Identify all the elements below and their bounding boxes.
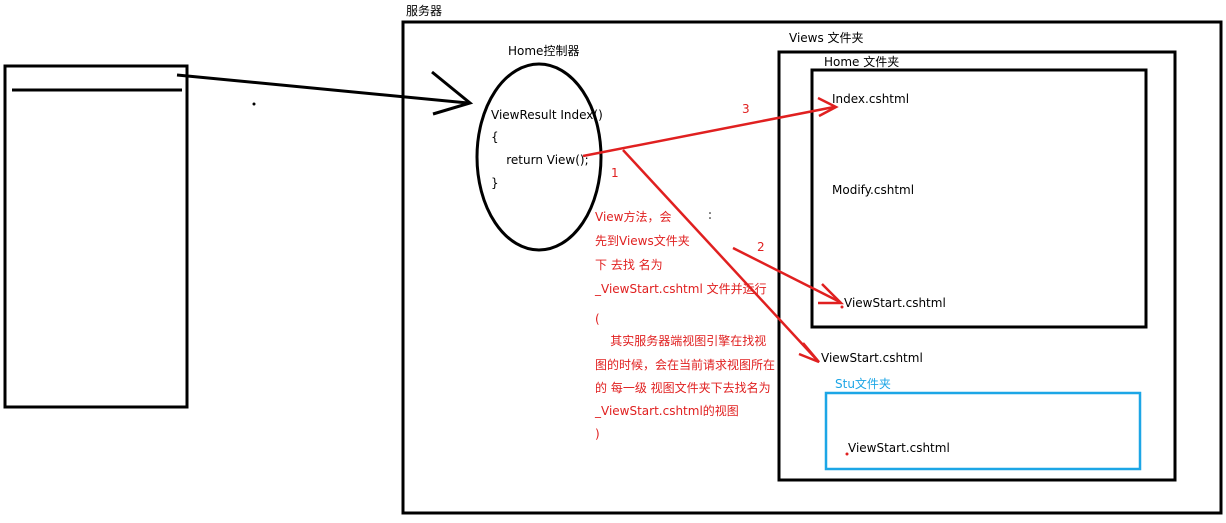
viewstart-stu-dot xyxy=(845,452,849,456)
home-folder-label: Home 文件夹 xyxy=(824,55,900,69)
arrow-2-line xyxy=(732,246,841,304)
code-line: ViewResult Index() xyxy=(491,108,603,122)
note-line: 的 每一级 视图文件夹下去找名为 xyxy=(595,381,771,395)
arrow-3-head xyxy=(817,96,839,118)
code-line: { xyxy=(491,130,499,144)
code-line: } xyxy=(491,176,499,190)
stray-dot xyxy=(252,102,256,106)
stray-dot-3 xyxy=(709,217,711,219)
views-folder-box xyxy=(777,50,1177,482)
file-viewstart-stu: ViewStart.cshtml xyxy=(848,441,950,455)
file-viewstart-home: ViewStart.cshtml xyxy=(844,296,946,310)
step-number-3: 3 xyxy=(742,102,750,116)
arrow-3-line xyxy=(582,105,835,158)
client-box xyxy=(3,64,189,409)
step-number-2: 2 xyxy=(757,240,765,254)
stu-folder-box xyxy=(824,391,1142,471)
note-line: ( xyxy=(595,312,600,326)
views-folder-label: Views 文件夹 xyxy=(789,31,864,45)
controller-label: Home控制器 xyxy=(508,44,580,58)
controller-ellipse xyxy=(475,62,603,252)
request-arrow xyxy=(176,73,469,105)
note-line: 先到Views文件夹 xyxy=(595,234,690,248)
file-viewstart-views: ViewStart.cshtml xyxy=(821,351,923,365)
home-folder-box xyxy=(810,68,1148,329)
viewstart-home-dot xyxy=(840,305,844,309)
arrow-1-line xyxy=(622,149,818,361)
note-line: _ViewStart.cshtml的视图 xyxy=(595,404,739,418)
file-modify: Modify.cshtml xyxy=(832,183,915,197)
arrow-1-head xyxy=(798,342,820,364)
note-line: _ViewStart.cshtml 文件并运行 xyxy=(595,282,767,296)
server-label: 服务器 xyxy=(406,4,443,18)
note-line: 下 去找 名为 xyxy=(595,258,663,272)
arrow-2-head xyxy=(818,283,845,305)
note-line: View方法，会 xyxy=(595,210,672,224)
note-line: ) xyxy=(595,427,600,441)
note-line: 图的时候，会在当前请求视图所在 xyxy=(595,358,776,372)
stray-dot-2 xyxy=(709,212,711,214)
server-box xyxy=(401,20,1223,515)
request-arrow-head xyxy=(431,70,474,116)
code-line: return View(); xyxy=(491,153,589,167)
step-number-1: 1 xyxy=(611,166,619,180)
file-index: Index.cshtml xyxy=(832,92,910,106)
note-line: 其实服务器端视图引擎在找视 xyxy=(595,334,767,348)
stu-folder-label: Stu文件夹 xyxy=(835,377,891,391)
